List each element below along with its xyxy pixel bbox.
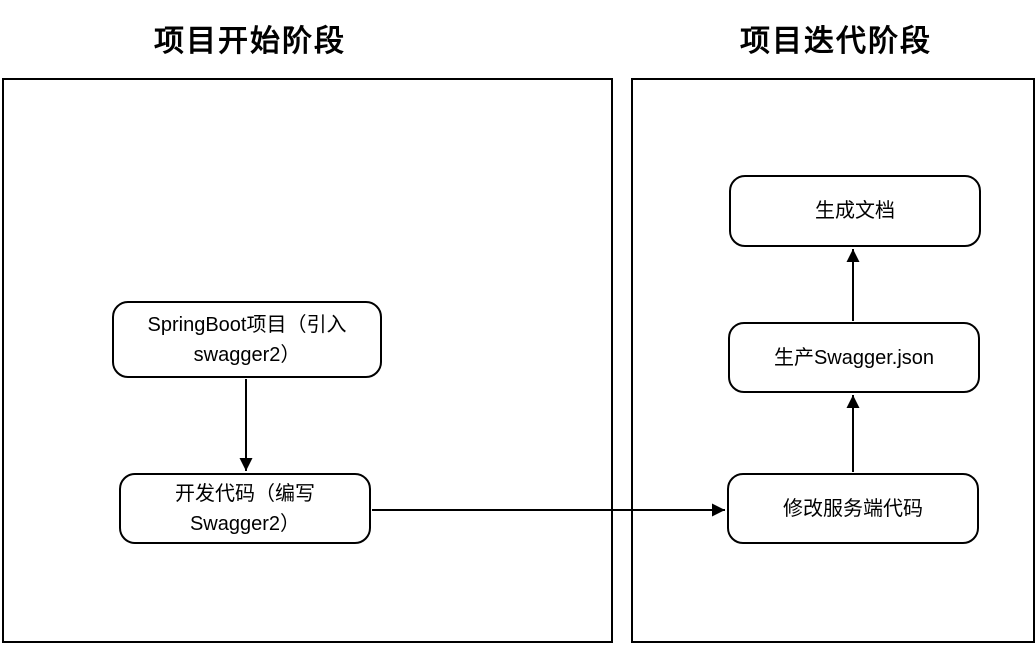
node-develop-code-line2: Swagger2） (189, 512, 301, 535)
node-produce-swagger-json: 生产Swagger.json (728, 322, 980, 393)
node-generate-document-label: 生成文档 (815, 200, 895, 222)
node-produce-swagger-json-label: 生产Swagger.json (773, 346, 935, 369)
node-modify-server-code-label: 修改服务端代码 (783, 497, 923, 520)
node-springboot-project-line2: swagger2） (193, 343, 301, 366)
node-springboot-project-line1: SpringBoot项目（引入 (147, 313, 347, 336)
node-modify-server-code: 修改服务端代码 (727, 473, 979, 544)
node-springboot-project: SpringBoot项目（引入 swagger2） (112, 301, 382, 378)
node-develop-code-line1: 开发代码（编写 (175, 482, 315, 505)
node-generate-document: 生成文档 (729, 175, 981, 247)
section-title-project-iteration: 项目迭代阶段 (740, 25, 932, 58)
section-title-project-start: 项目开始阶段 (154, 25, 346, 58)
iteration-phase-container (631, 78, 1035, 643)
node-develop-code: 开发代码（编写 Swagger2） (119, 473, 371, 544)
start-phase-container (2, 78, 613, 643)
